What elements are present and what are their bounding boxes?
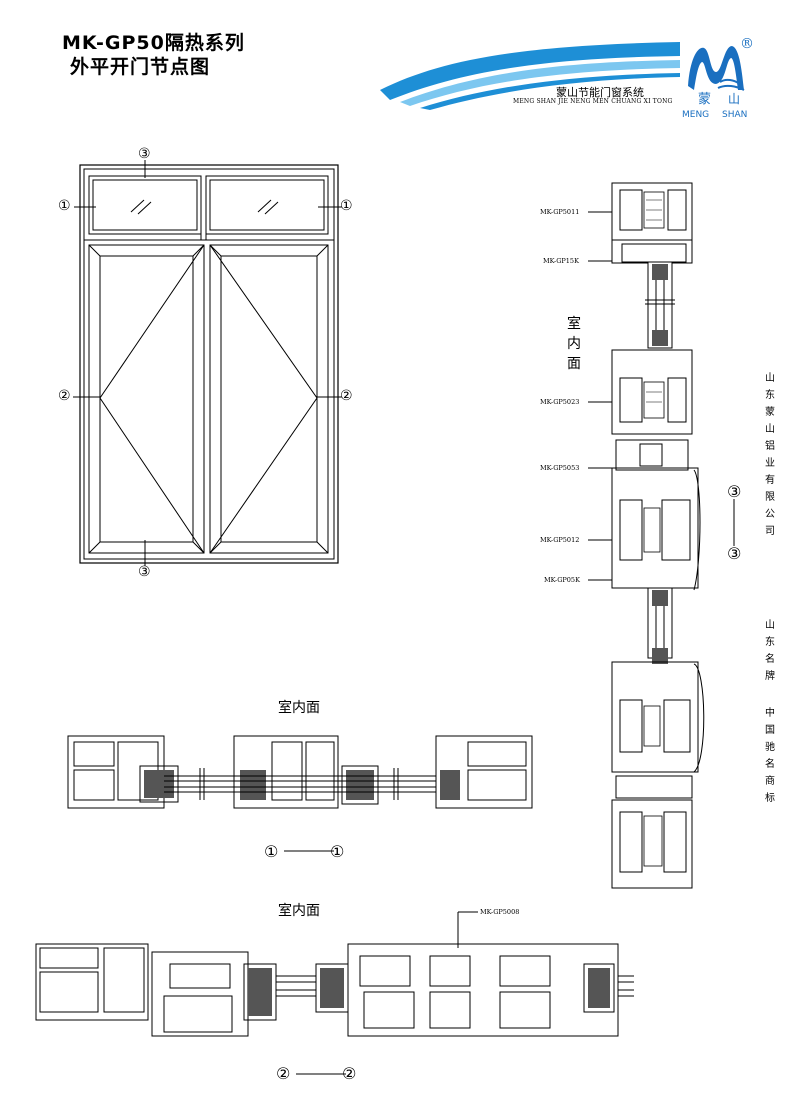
vertical-section (588, 182, 735, 889)
header-banner-swoosh (380, 42, 680, 110)
page-subtitle: 外平开门节点图 (70, 56, 211, 78)
section1-marker-b: ① (330, 842, 345, 861)
vertical-marker-a: ③ (727, 482, 742, 501)
marker-top: ③ (138, 146, 151, 162)
part-label-gp5023: MK-GP5023 (540, 398, 580, 406)
part-label-gp05k: MK-GP05K (544, 576, 580, 584)
marker-left-top: ① (58, 198, 71, 214)
vertical-indoor-label: 室内面 (567, 316, 581, 372)
section2-marker-a: ② (276, 1064, 291, 1083)
marker-right-mid: ② (340, 388, 353, 404)
part-label-gp5053: MK-GP5053 (540, 464, 580, 472)
horizontal-section-2 (35, 911, 634, 1075)
side-slogan-brand: 山东名牌 (765, 620, 775, 682)
page-title: MK-GP50隔热系列 (62, 32, 245, 54)
brand-logo: ® 蒙 山 MENG SHAN (680, 36, 760, 124)
section1-indoor-label: 室内面 (278, 700, 320, 716)
logo-cn-right: 山 (728, 92, 741, 106)
side-company-name: 山东蒙山铝业有限公司 (765, 373, 775, 537)
registered-mark: ® (740, 36, 754, 52)
part-label-gp5011: MK-GP5011 (540, 208, 580, 216)
company-pinyin: MENG SHAN JIE NENG MEN CHUANG XI TONG (513, 98, 673, 105)
section2-indoor-label: 室内面 (278, 903, 320, 919)
part-label-gp5012: MK-GP5012 (540, 536, 580, 544)
logo-en-left: MENG (682, 110, 710, 120)
part-label-gp15k: MK-GP15K (543, 257, 579, 265)
vertical-marker-b: ③ (727, 544, 742, 563)
side-slogan-trademark: 中国驰名商标 (765, 708, 775, 804)
company-name: 蒙山节能门窗系统 (556, 86, 644, 99)
marker-bottom: ③ (138, 564, 151, 580)
part-label-gp5008: MK-GP5008 (480, 908, 520, 916)
marker-right-top: ① (340, 198, 353, 214)
horizontal-section-1 (67, 735, 533, 852)
section1-marker-a: ① (264, 842, 279, 861)
logo-cn-left: 蒙 (698, 92, 712, 107)
door-elevation (73, 160, 342, 566)
marker-left-mid: ② (58, 388, 71, 404)
logo-mark-icon (688, 46, 745, 91)
section2-marker-b: ② (342, 1064, 357, 1083)
logo-en-right: SHAN (722, 110, 748, 120)
